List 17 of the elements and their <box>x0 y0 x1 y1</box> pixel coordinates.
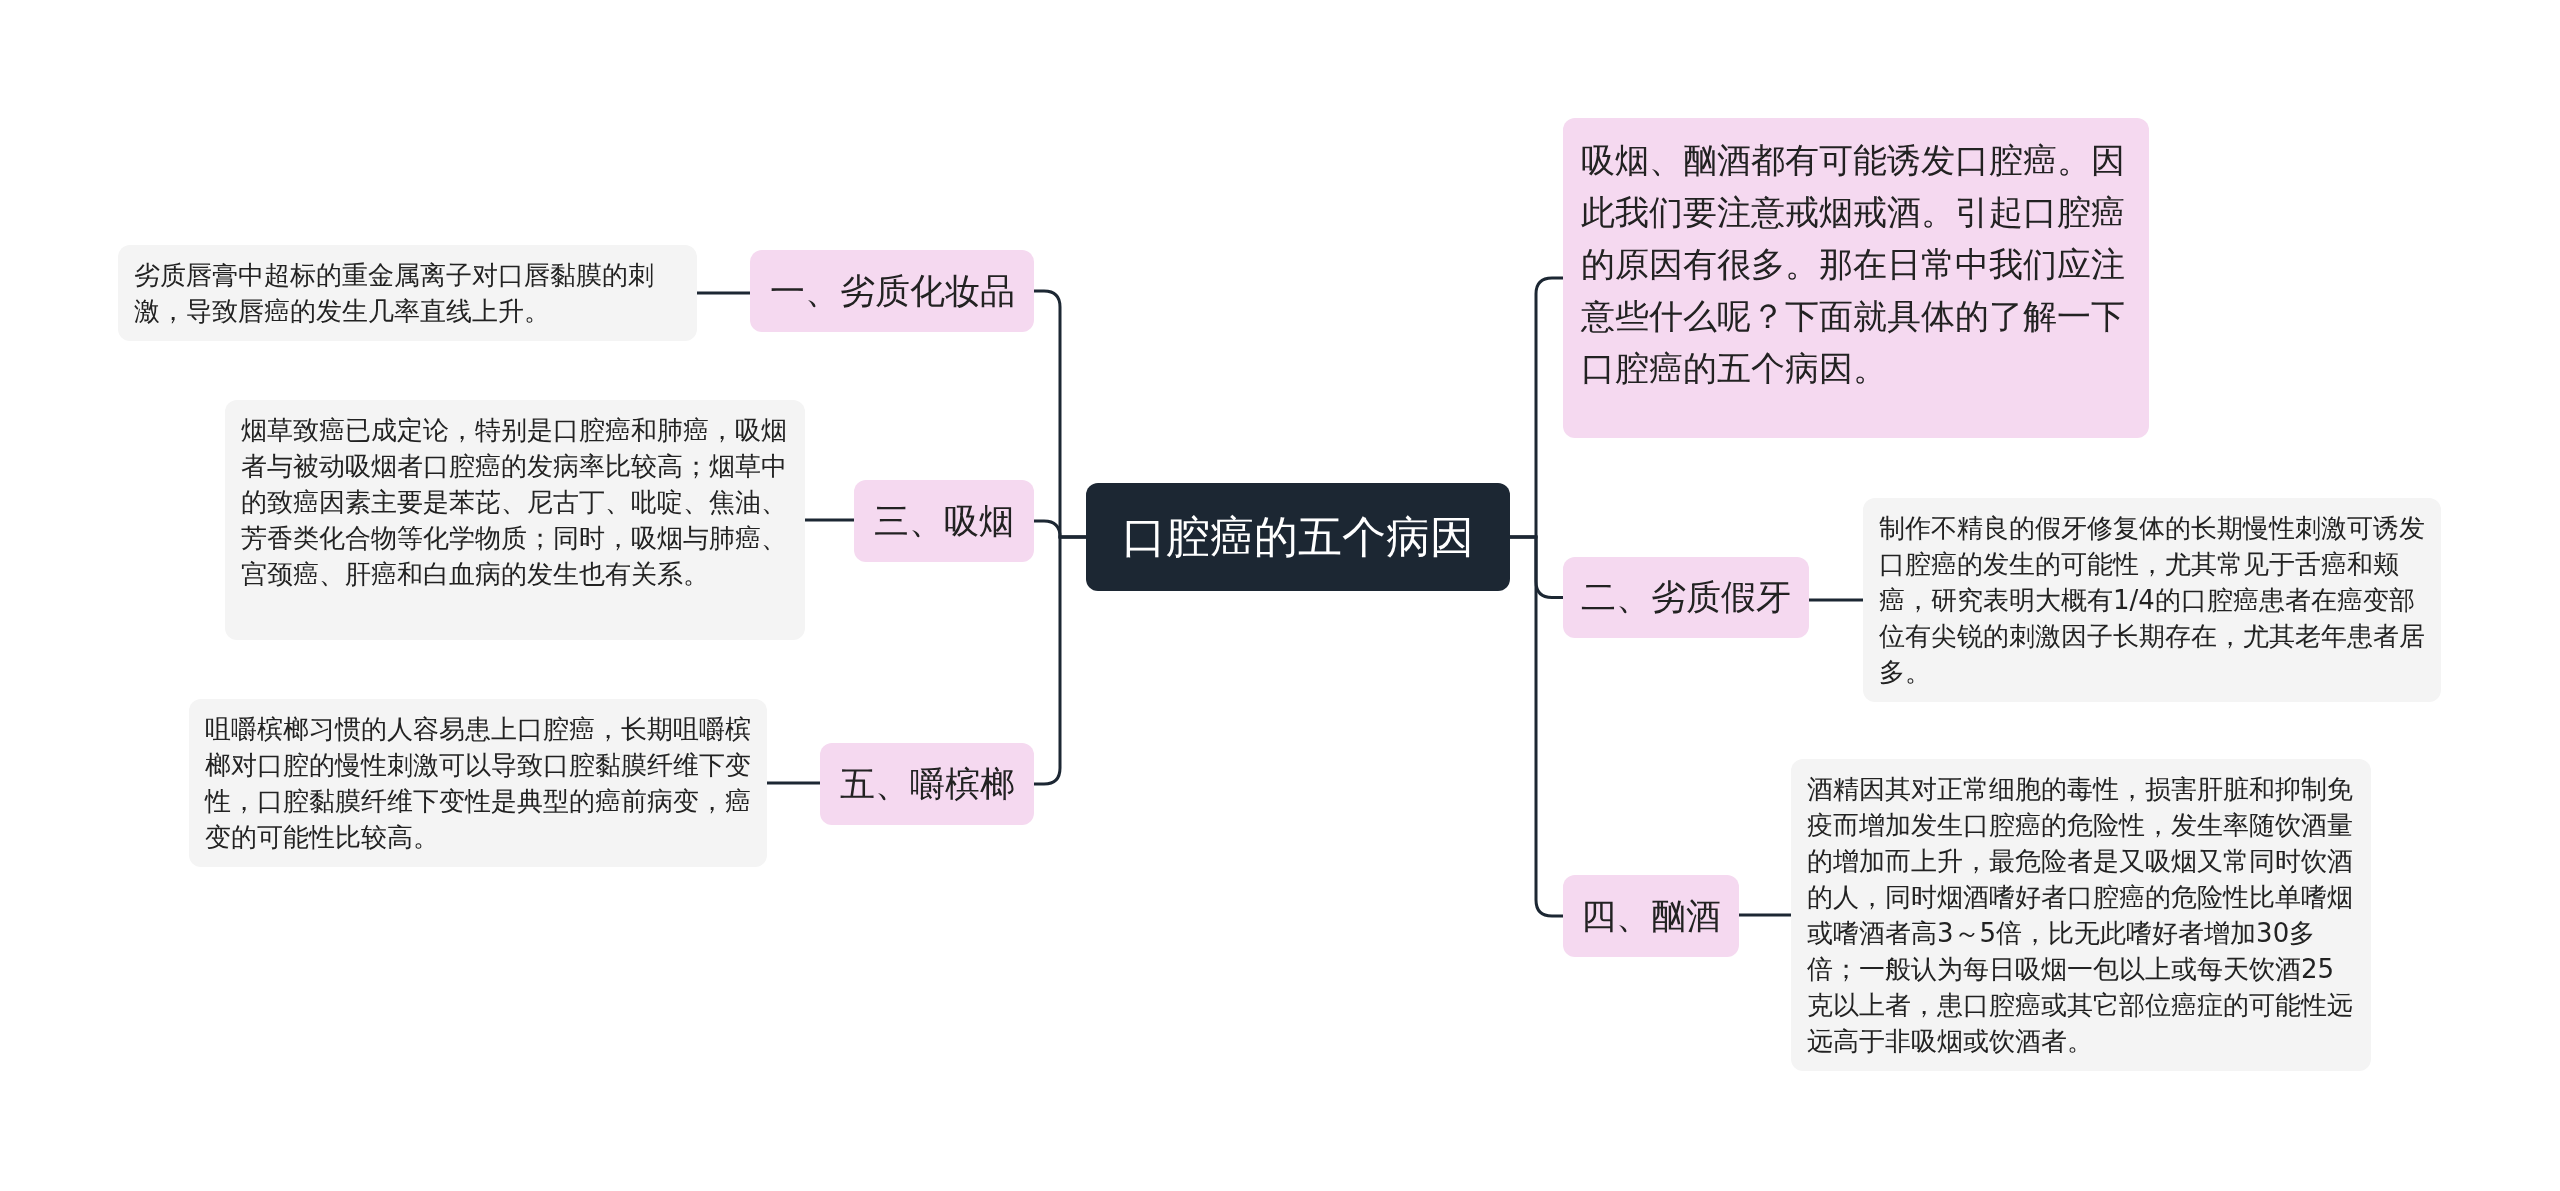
connector-line <box>805 518 854 522</box>
detail-note: 制作不精良的假牙修复体的长期慢性刺激可诱发口腔癌的发生的可能性，尤其常见于舌癌和颊癌，研究表明大概有1/4的口腔癌患者在癌变部位有尖锐的刺激因子长期存在，尤其老年患者居多。 <box>1863 498 2441 702</box>
connector-line <box>767 781 820 785</box>
branch-topic: 一、劣质化妆品 <box>750 250 1034 332</box>
branch-topic: 二、劣质假牙 <box>1563 557 1809 638</box>
connector-line <box>697 291 750 295</box>
central-topic: 口腔癌的五个病因 <box>1086 483 1510 591</box>
intro-note: 吸烟、酗酒都有可能诱发口腔癌。因此我们要注意戒烟戒酒。引起口腔癌的原因有很多。那在日常中我们应注意些什么呢？下面就具体的了解一下口腔癌的五个病因。 <box>1563 118 2149 438</box>
branch-topic: 五、嚼槟榔 <box>820 743 1034 825</box>
detail-note: 劣质唇膏中超标的重金属离子对口唇黏膜的刺激，导致唇癌的发生几率直线上升。 <box>118 245 697 341</box>
detail-note: 咀嚼槟榔习惯的人容易患上口腔癌，长期咀嚼槟榔对口腔的慢性刺激可以导致口腔黏膜纤维下变性，口腔黏膜纤维下变性是典型的癌前病变，癌变的可能性比较高。 <box>189 699 767 867</box>
branch-topic: 四、酗酒 <box>1563 875 1739 957</box>
connector-line <box>1739 913 1791 917</box>
detail-note: 烟草致癌已成定论，特别是口腔癌和肺癌，吸烟者与被动吸烟者口腔癌的发病率比较高；烟草中的致癌因素主要是苯芘、尼古丁、吡啶、焦油、芳香类化合物等化学物质；同时，吸烟与肺癌、宫颈癌、肝癌和白血病的发生也有关系。 <box>225 400 805 640</box>
detail-note: 酒精因其对正常细胞的毒性，损害肝脏和抑制免疫而增加发生口腔癌的危险性，发生率随饮酒量的增加而上升，最危险者是又吸烟又常同时饮酒的人，同时烟酒嗜好者口腔癌的危险性比单嗜烟或嗜酒者高3～5倍，比无此嗜好者增加30多倍；一般认为每日吸烟一包以上或每天饮酒25克以上者，患口腔癌或其它部位癌症的可能性远远高于非吸烟或饮酒者。 <box>1791 759 2371 1071</box>
connector-line <box>1809 598 1863 602</box>
branch-topic: 三、吸烟 <box>854 480 1034 562</box>
